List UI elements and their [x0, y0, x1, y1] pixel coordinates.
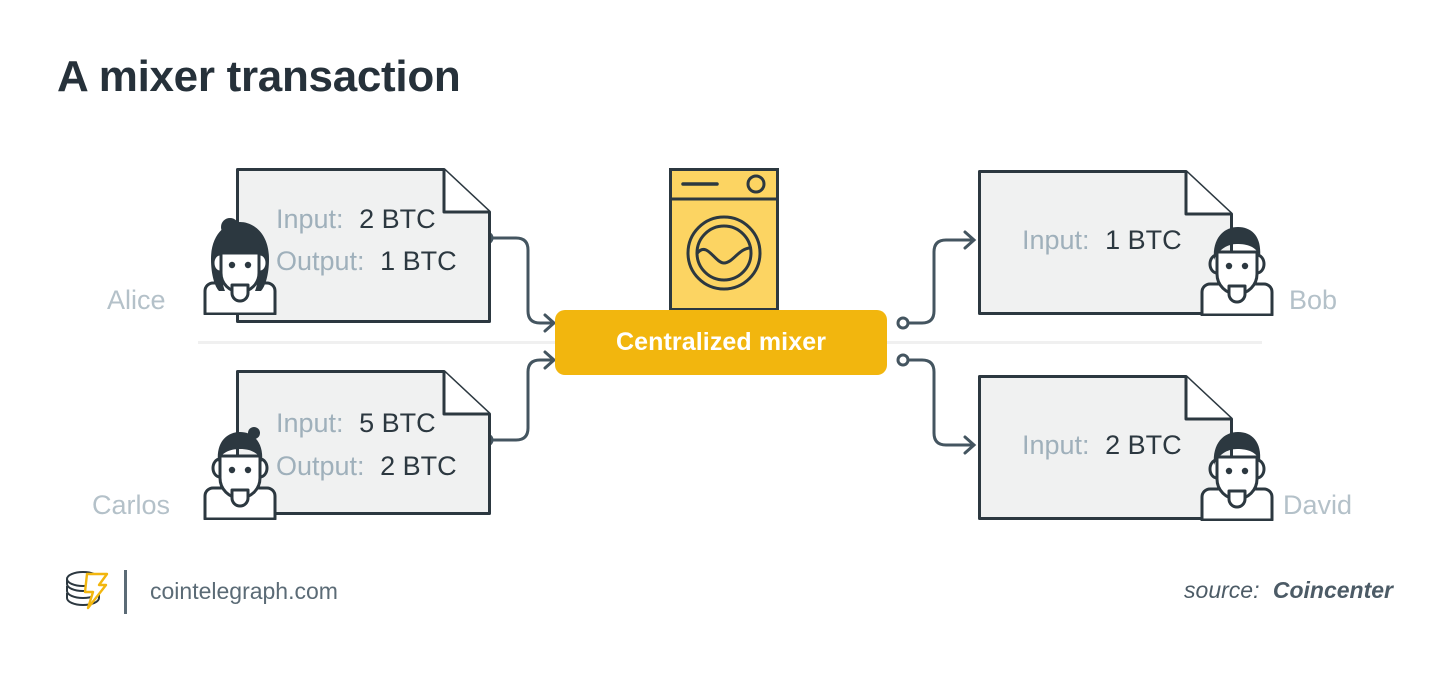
doc-carlos-output-label: Output: — [276, 451, 365, 481]
doc-david-input-value: 2 BTC — [1105, 430, 1182, 460]
footer-source-name: Coincenter — [1272, 577, 1393, 603]
doc-david-input-label: Input: — [1022, 430, 1090, 460]
avatar-bob — [1196, 216, 1278, 316]
doc-alice-input-line: Input: 2 BTC — [276, 206, 436, 233]
doc-alice-output-label: Output: — [276, 246, 365, 276]
doc-carlos-input-value: 5 BTC — [359, 408, 436, 438]
label-david: David — [1283, 490, 1353, 520]
doc-alice-output-line: Output: 1 BTC — [276, 248, 457, 275]
document-alice — [236, 168, 491, 323]
footer-url[interactable]: cointelegraph.com — [150, 578, 338, 604]
label-bob: Bob — [1289, 285, 1338, 315]
page-title: A mixer transaction — [57, 52, 461, 101]
label-alice: Alice — [107, 285, 166, 315]
doc-bob-input-value: 1 BTC — [1105, 225, 1182, 255]
connector-dot-bob — [896, 316, 910, 330]
footer-divider — [124, 570, 127, 614]
document-carlos — [236, 370, 491, 515]
connector-dot-david — [896, 353, 910, 367]
document-david — [978, 375, 1233, 520]
doc-alice-input-value: 2 BTC — [359, 204, 436, 234]
doc-alice-input-label: Input: — [276, 204, 344, 234]
centralized-mixer-node[interactable]: Centralized mixer — [555, 310, 887, 375]
doc-alice-output-value: 1 BTC — [380, 246, 457, 276]
doc-carlos-output-line: Output: 2 BTC — [276, 453, 457, 480]
doc-bob-input-label: Input: — [1022, 225, 1090, 255]
doc-carlos-output-value: 2 BTC — [380, 451, 457, 481]
mixer-label: Centralized mixer — [615, 328, 827, 356]
doc-carlos-input-line: Input: 5 BTC — [276, 410, 436, 437]
cointelegraph-logo-icon — [60, 565, 112, 622]
avatar-alice — [199, 215, 281, 315]
avatar-carlos — [199, 420, 281, 520]
document-bob — [978, 170, 1233, 315]
avatar-david — [1196, 421, 1278, 521]
footer-source-prefix: source: — [1184, 577, 1260, 603]
doc-carlos-input-label: Input: — [276, 408, 344, 438]
washing-machine-icon — [669, 168, 779, 315]
doc-david-input-line: Input: 2 BTC — [1022, 432, 1182, 459]
footer-source: source: Coincenter — [1184, 577, 1393, 604]
label-carlos: Carlos — [92, 490, 171, 520]
doc-bob-input-line: Input: 1 BTC — [1022, 227, 1182, 254]
